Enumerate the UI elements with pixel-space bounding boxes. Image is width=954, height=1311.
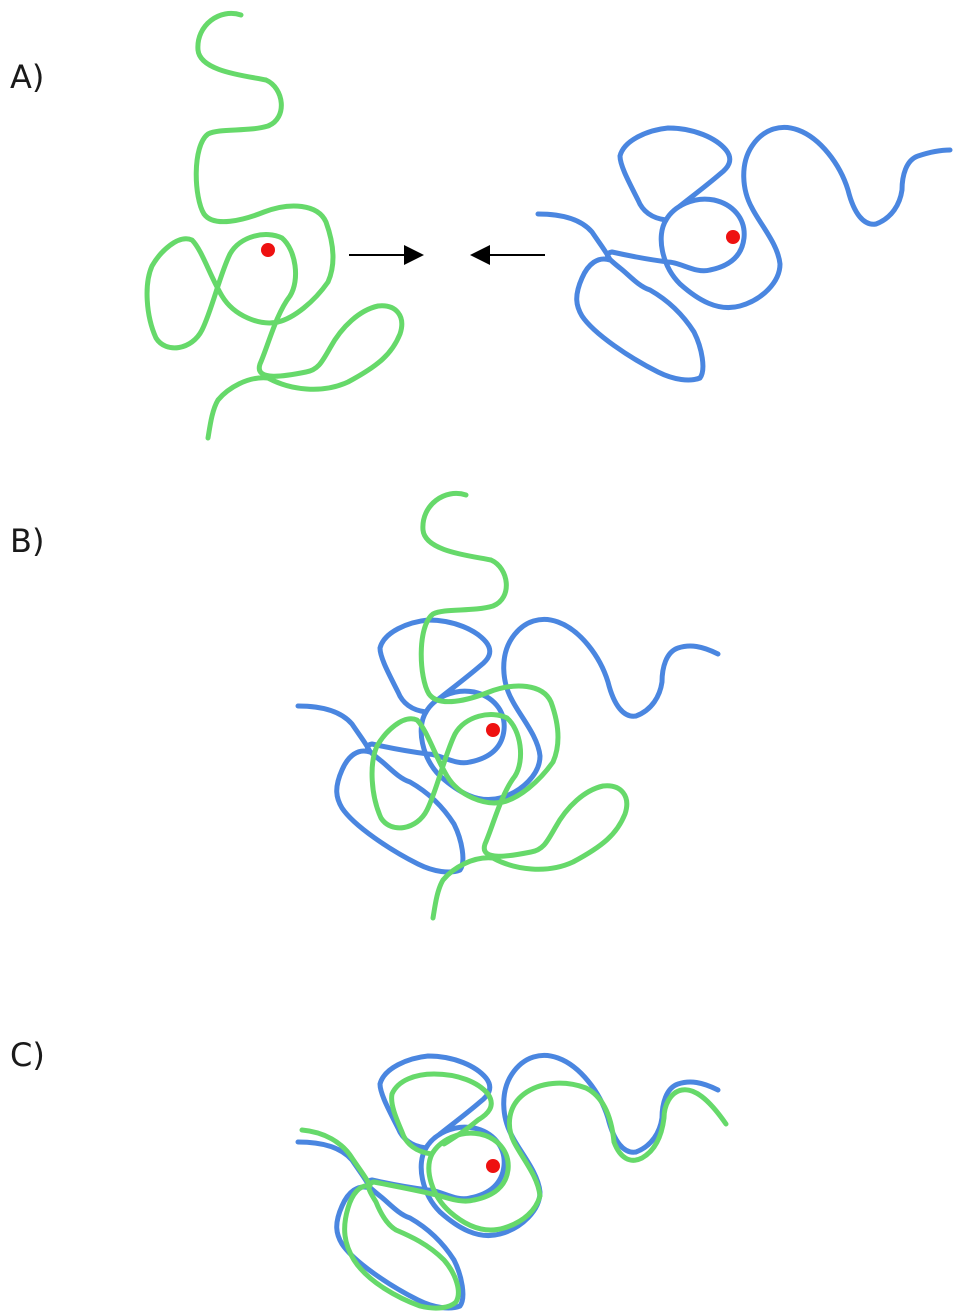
panel-a-label: A)	[10, 58, 45, 96]
green-chain-aligned	[299, 1071, 729, 1311]
center-dot-icon	[261, 243, 275, 257]
panel-a	[144, 11, 953, 441]
panel-b	[295, 491, 721, 921]
panel-c	[295, 1052, 729, 1311]
blue-chain-upper-loop	[617, 125, 733, 223]
center-dot-icon	[486, 1159, 500, 1173]
panel-b-label: B)	[10, 522, 45, 560]
blue-chain-overlay	[295, 616, 721, 875]
green-chain-overlay	[369, 491, 630, 921]
center-dot-icon	[726, 230, 740, 244]
panel-c-label: C)	[10, 1036, 45, 1074]
blue-chain	[535, 124, 953, 383]
center-dot-icon	[486, 723, 500, 737]
green-chain	[144, 11, 405, 441]
